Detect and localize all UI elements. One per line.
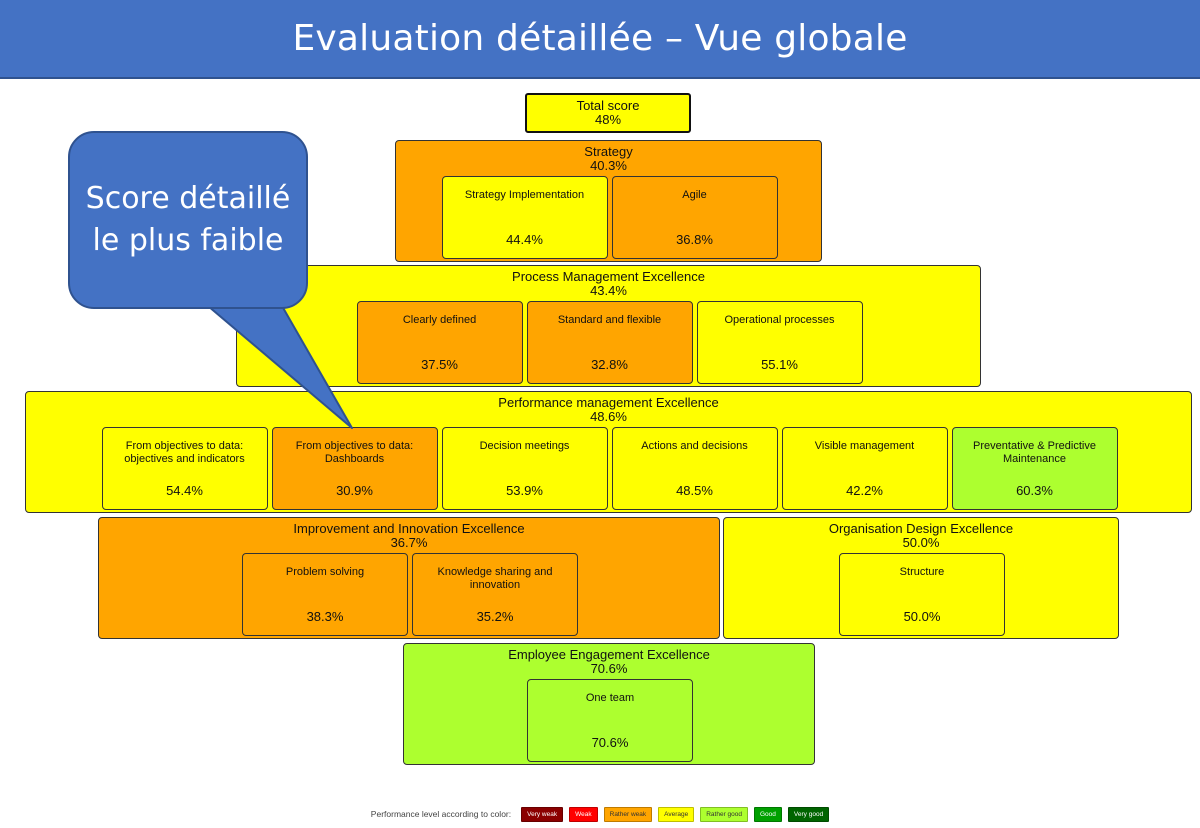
subcategory-standard-and-flexible: Standard and flexible 32.8% — [526, 301, 693, 384]
subcategory-name: Decision meetings — [479, 440, 570, 452]
category-name: Process Management Excellence — [512, 269, 705, 284]
subcategory-name: Preventative & Predictive Maintenance — [973, 440, 1096, 465]
subcategory-actions-and-decisions: Actions and decisions 48.5% — [611, 427, 778, 510]
subcategory-score: 48.5% — [676, 483, 713, 498]
category-score: 36.7% — [390, 535, 428, 550]
legend-chip-average: Average — [658, 806, 695, 822]
subcategory-score: 53.9% — [506, 483, 543, 498]
category-score: 48.6% — [590, 409, 627, 424]
subcategory-name: Agile — [682, 189, 707, 201]
subcategory-operational-processes: Operational processes 55.1% — [696, 301, 863, 384]
subcategory-score: 35.2% — [476, 609, 514, 624]
subcategory-name: Clearly defined — [402, 314, 477, 326]
subcategory-score: 54.4% — [166, 483, 203, 498]
subcategory-name: One team — [585, 692, 635, 704]
subcategory-name: Knowledge sharing and innovation — [437, 566, 553, 591]
legend-chip-very-good: Very good — [787, 806, 830, 822]
subcategory-one-team: One team 70.6% — [527, 679, 693, 762]
category-name: Improvement and Innovation Excellence — [293, 521, 525, 536]
legend-chip-rather-weak: Rather weak — [603, 806, 653, 822]
subcategory-score: 37.5% — [421, 357, 458, 372]
subcategory-knowledge-sharing-and-innovation: Knowledge sharing and innovation 35.2% — [412, 553, 578, 636]
subcategory-name: Visible management — [814, 440, 915, 452]
legend-chip-very-weak: Very weak — [521, 806, 564, 822]
subcategory-name: Standard and flexible — [557, 314, 662, 326]
total-score-label: Total score — [576, 98, 640, 113]
legend-chip-weak: Weak — [569, 806, 598, 822]
category-score: 43.4% — [590, 283, 627, 298]
subcategory-name: From objectives to data: objectives and … — [124, 440, 245, 465]
legend-chip-rather-good: Rather good — [700, 806, 748, 822]
color-legend: Performance level according to color: Ve… — [0, 806, 1200, 822]
category-score: 70.6% — [590, 661, 628, 676]
legend-chip-good: Good — [754, 806, 782, 822]
subcategory-score: 38.3% — [306, 609, 344, 624]
category-name: Organisation Design Excellence — [828, 521, 1014, 536]
total-score-value: 48% — [594, 112, 622, 127]
page-title: Evaluation détaillée – Vue globale — [292, 18, 908, 59]
subcategory-structure: Structure 50.0% — [839, 553, 1005, 636]
subcategory-score: 60.3% — [1016, 483, 1053, 498]
legend-label: Performance level according to color: — [370, 809, 512, 819]
subcategory-decision-meetings: Decision meetings 53.9% — [441, 427, 608, 510]
subcategory-from-objectives-to-data-objectives-and-indicators: From objectives to data: objectives and … — [101, 427, 268, 510]
subcategory-clearly-defined: Clearly defined 37.5% — [356, 301, 523, 384]
category-score: 40.3% — [590, 158, 627, 173]
subcategory-name: Strategy Implementation — [464, 189, 585, 201]
subcategory-score: 70.6% — [591, 735, 629, 750]
subcategory-strategy-implementation: Strategy Implementation 44.4% — [441, 176, 608, 259]
category-name: Employee Engagement Excellence — [508, 647, 710, 662]
subcategory-name: Problem solving — [285, 566, 365, 578]
subcategory-problem-solving: Problem solving 38.3% — [242, 553, 408, 636]
category-name: Performance management Excellence — [498, 395, 719, 410]
subcategory-name: Operational processes — [724, 314, 835, 326]
subcategory-score: 42.2% — [846, 483, 883, 498]
callout-text: Score détaillé le plus faible — [85, 181, 291, 258]
subcategory-name: Structure — [899, 566, 945, 578]
subcategory-visible-management: Visible management 42.2% — [781, 427, 948, 510]
subcategory-score: 36.8% — [676, 232, 713, 247]
subcategory-score: 30.9% — [336, 483, 373, 498]
subcategory-score: 44.4% — [506, 232, 543, 247]
subcategory-score: 55.1% — [761, 357, 798, 372]
subcategory-score: 50.0% — [903, 609, 941, 624]
category-score: 50.0% — [902, 535, 940, 550]
subcategory-from-objectives-to-data-dashboards: From objectives to data: Dashboards 30.9% — [271, 427, 438, 510]
subcategory-score: 32.8% — [591, 357, 628, 372]
subcategory-preventative-predictive-maintenance: Preventative & Predictive Maintenance 60.… — [951, 427, 1118, 510]
subcategory-name: Actions and decisions — [641, 440, 748, 452]
callout-lowest-score: Score détaillé le plus faible — [68, 131, 308, 309]
title-bar: Evaluation détaillée – Vue globale — [0, 0, 1200, 79]
category-name: Strategy — [584, 144, 633, 159]
subcategory-agile: Agile 36.8% — [611, 176, 778, 259]
subcategory-name: From objectives to data: Dashboards — [295, 440, 414, 465]
